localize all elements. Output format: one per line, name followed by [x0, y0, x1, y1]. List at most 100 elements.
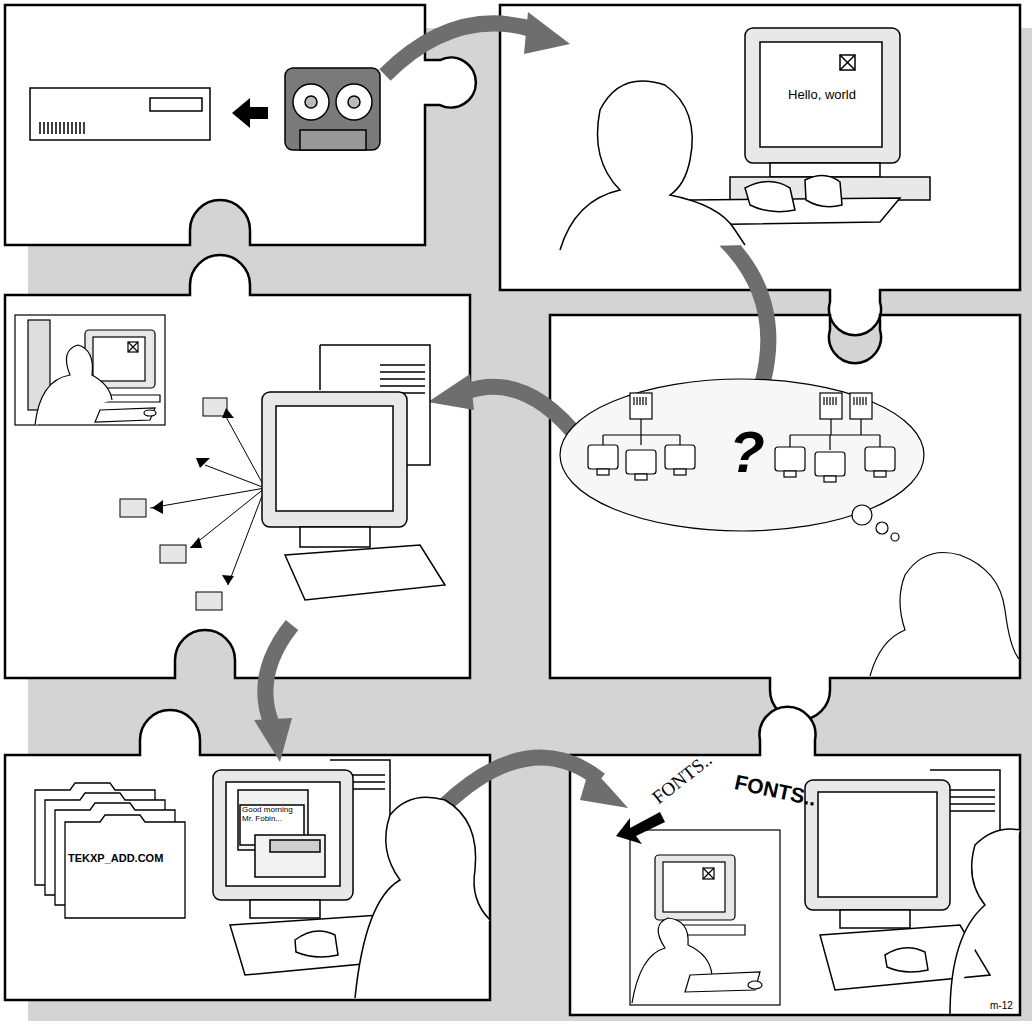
ray-head: [152, 408, 234, 585]
network-thought-part: [597, 469, 609, 475]
network-thought: [560, 379, 1020, 676]
server-monitor-part: [262, 392, 407, 527]
small-workstation-fonts-part: [663, 862, 725, 912]
network-thought-part: [850, 393, 872, 419]
tape-drive-part: [40, 122, 84, 134]
target-monitor: [805, 770, 1020, 1015]
small-workstation-part: [95, 408, 155, 422]
message-box-part: [160, 545, 186, 563]
fonts-text: FONTS..: [649, 743, 725, 809]
server-monitor-part: [380, 365, 425, 393]
network-thought-part: [588, 445, 618, 469]
person-typing-part: [805, 175, 842, 206]
person-typing-part: [560, 81, 745, 250]
tape-cartridge-part: [300, 130, 366, 150]
tape-cartridge: [285, 68, 380, 150]
server-monitor: [262, 345, 445, 600]
file-folder-part: [65, 815, 185, 918]
message-box-part: [196, 592, 222, 610]
flow-arrow-part: [265, 625, 292, 725]
message-box-part: [203, 398, 227, 416]
network-thought-part: [665, 445, 695, 469]
target-monitor-part: [885, 948, 928, 972]
fonts-arrow: [616, 812, 665, 844]
network-thought-part: [634, 397, 646, 405]
broadcast-rays-part: [150, 415, 265, 585]
small-workstation-part: [144, 410, 156, 416]
ray-head-part: [152, 500, 163, 514]
network-thought-part: [876, 522, 888, 534]
insert-arrow: [232, 98, 268, 128]
network-thought-part: [784, 471, 796, 477]
puzzle-piece-part: [5, 710, 490, 1000]
network-thought-part: [820, 393, 842, 419]
arrow-head-part: [524, 12, 570, 54]
network-thought-part: [560, 379, 924, 531]
ray-head-part: [222, 408, 234, 418]
tape-cartridge-part: [305, 96, 317, 108]
small-workstation-fonts-part: [748, 981, 762, 989]
fonts-arrow-part: [616, 812, 665, 844]
network-thought-part: [865, 447, 895, 471]
monitor-hello-part: [760, 42, 882, 147]
target-monitor-part: [950, 829, 1020, 1015]
insert-arrow-part: [232, 98, 268, 128]
figure-id: m-12: [990, 1000, 1028, 1011]
network-thought-part: [824, 397, 836, 405]
desktop-monitor-part: [226, 782, 340, 886]
network-thought-part: [852, 505, 872, 525]
ray-head-part: [190, 537, 202, 548]
flow-arrow-part: [725, 240, 768, 385]
message-box: [120, 398, 227, 610]
puzzle-piece-part: [5, 255, 470, 678]
small-workstation-part: [15, 315, 165, 425]
target-monitor-part: [840, 910, 910, 928]
network-thought-part: [854, 397, 866, 405]
desktop-monitor-part: [295, 931, 338, 957]
network-thought-part: [775, 447, 805, 471]
monitor-hello-part: [840, 55, 855, 70]
puzzle-piece-part: [5, 5, 476, 245]
puzzle-piece-part: [570, 707, 1020, 1015]
network-thought-part: [674, 469, 686, 475]
server-monitor-part: [276, 406, 393, 511]
target-monitor-part: [805, 780, 950, 910]
window-text: Good morning Mr. Fobin...: [242, 806, 304, 824]
monitor-hello-part: [745, 28, 900, 163]
server-monitor-part: [300, 527, 370, 547]
network-thought-part: [790, 419, 880, 450]
monitor-hello-part: [840, 55, 855, 70]
tape-drive: [30, 88, 210, 140]
small-workstation-fonts-part: [685, 972, 760, 992]
desktop-monitor: [213, 760, 490, 998]
flow-arrow-part: [385, 23, 535, 75]
network-thought-part: [630, 393, 652, 419]
small-workstation-fonts-part: [655, 855, 735, 920]
tape-cartridge-part: [348, 96, 360, 108]
small-workstation-fonts-part: [703, 868, 714, 879]
tape-cartridge-part: [285, 68, 380, 150]
small-workstation-fonts: [630, 830, 780, 1005]
fonts-text: FONTS..: [733, 770, 826, 811]
desktop-monitor-part: [355, 797, 490, 998]
puzzle-piece-part: [550, 315, 1020, 720]
question-mark: ?: [722, 420, 772, 484]
person-typing-part: [745, 182, 795, 212]
desktop-monitor-part: [250, 900, 320, 918]
desktop-monitor-part: [270, 840, 320, 852]
small-workstation-fonts-part: [703, 868, 714, 879]
monitor-hello: [680, 28, 930, 225]
network-thought-part: [626, 450, 656, 474]
small-workstation-part: [128, 342, 138, 352]
small-workstation-part: [128, 342, 138, 352]
target-monitor-part: [818, 792, 937, 897]
arrow-head-part: [428, 374, 474, 410]
network-thought-part: [603, 419, 680, 445]
network-thought-part: [891, 533, 899, 541]
file-folder: [35, 783, 185, 918]
message-box-part: [120, 499, 146, 517]
network-thought-part: [874, 471, 886, 477]
network-thought-part: [635, 474, 647, 480]
